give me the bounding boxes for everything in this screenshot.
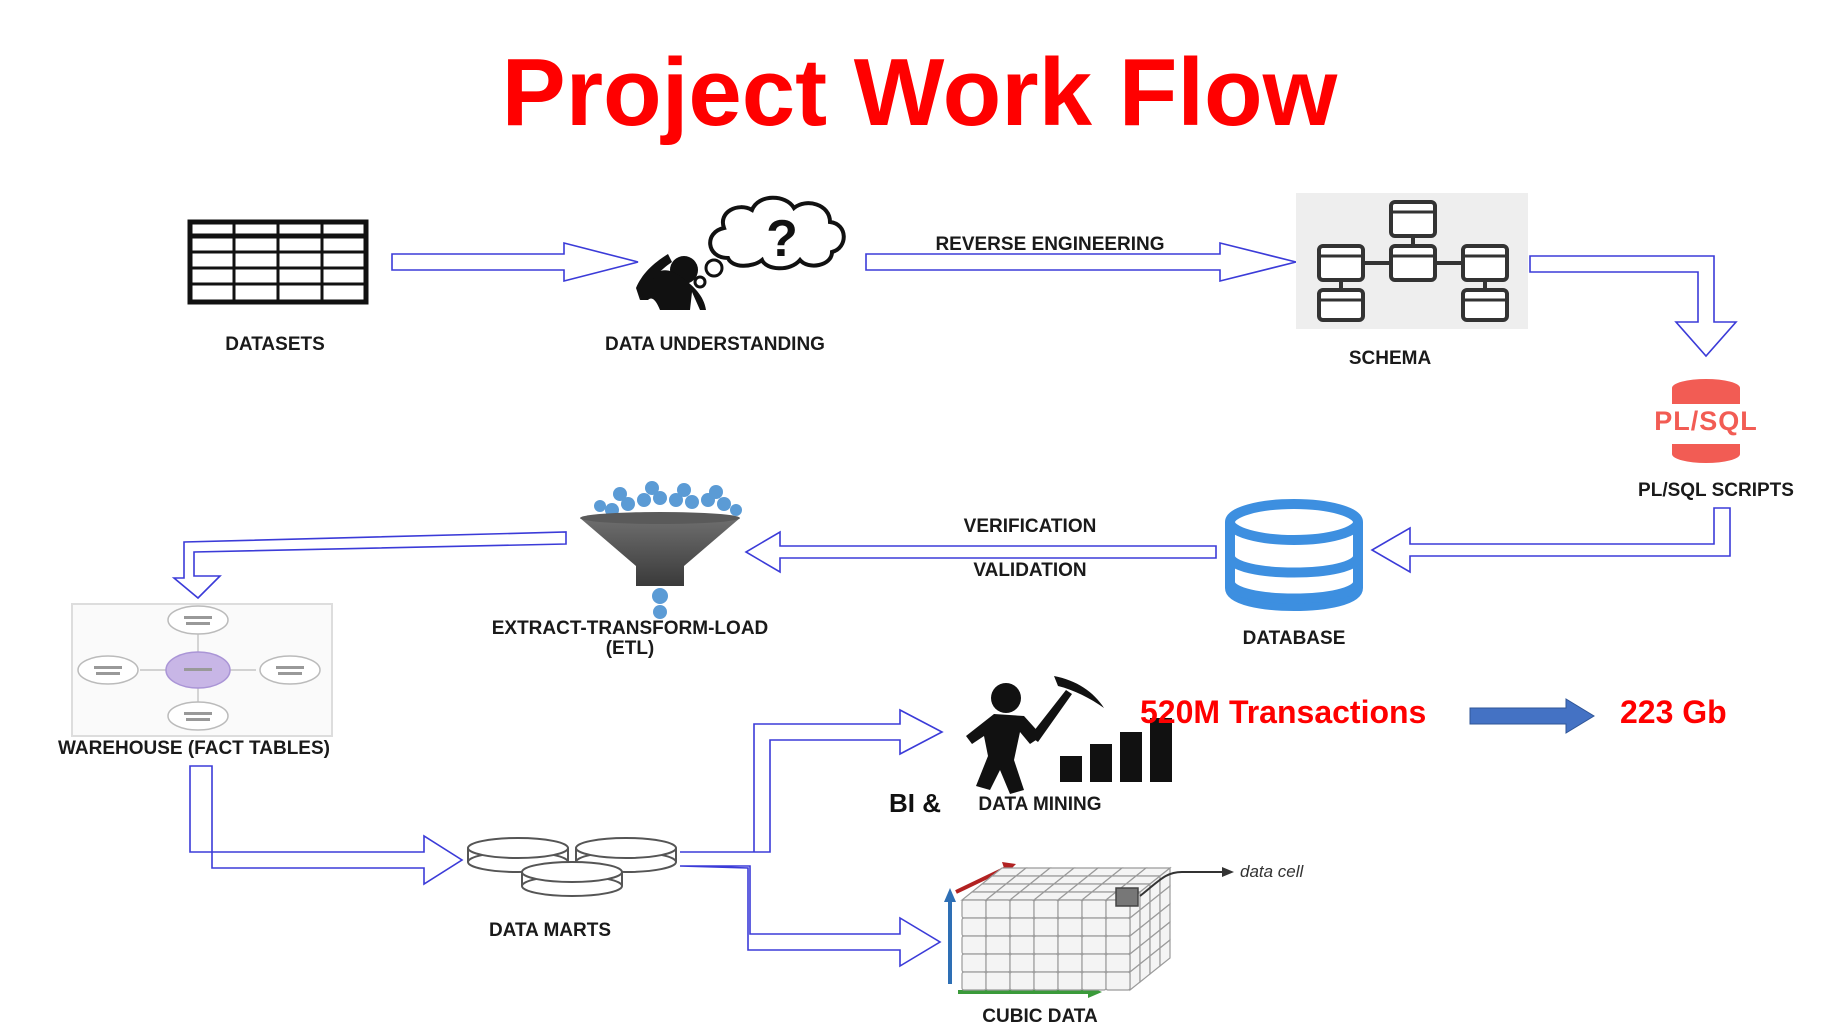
data-marts-label: DATA MARTS (488, 920, 612, 941)
cube-cell (1081, 971, 1107, 991)
schema-label: SCHEMA (1348, 348, 1432, 369)
arrow-understanding-to-schema (865, 241, 1297, 283)
data-cube-icon (944, 862, 1234, 998)
cube-cell (1009, 935, 1035, 955)
cube-cell (961, 971, 987, 991)
cube-cell (1105, 971, 1131, 991)
cube-cell (1057, 935, 1083, 955)
cube-cell (1159, 938, 1171, 968)
disks-icon (467, 837, 677, 897)
cube-cell (1057, 917, 1083, 937)
cube-cell (1105, 917, 1131, 937)
cube-cell (1033, 899, 1059, 919)
page-title: Project Work Flow (501, 39, 1338, 146)
cube-cell (961, 935, 987, 955)
cube-cell (985, 917, 1011, 937)
plsql-badge: PL/SQL (1654, 406, 1758, 436)
datasets-label: DATASETS (225, 334, 325, 355)
etl-label-line2: (ETL) (605, 638, 655, 659)
arrow-schema-to-plsql (1529, 255, 1738, 358)
cube-cell (1033, 953, 1059, 973)
arrow-plsql-to-database (1370, 507, 1731, 574)
cube-cell (985, 899, 1011, 919)
cube-cell (1009, 899, 1035, 919)
cubic-data-label: CUBIC DATA (982, 1006, 1098, 1027)
cube-cell (1081, 953, 1107, 973)
cube-cell (961, 917, 987, 937)
data-understanding-label: DATA UNDERSTANDING (605, 334, 825, 355)
arrow-datasets-to-understanding (391, 241, 639, 283)
arrow-marts-to-cube (679, 865, 942, 968)
warehouse-label: WAREHOUSE (FACT TABLES) (58, 738, 330, 759)
arrow-marts-to-bi (680, 708, 944, 853)
cube-cell (1033, 917, 1059, 937)
svg-text:?: ? (766, 210, 798, 268)
size-arrow (1469, 698, 1595, 734)
cube-cell (961, 899, 987, 919)
reverse-engineering-label: REVERSE ENGINEERING (935, 234, 1165, 255)
cube-cell (1057, 899, 1083, 919)
cube-cell (1081, 917, 1107, 937)
cube-cell (1033, 935, 1059, 955)
arrow-warehouse-to-marts (189, 765, 464, 886)
funnel-icon (580, 481, 742, 619)
cube-cell (1009, 971, 1035, 991)
cube-cell (1057, 953, 1083, 973)
cube-cell (1057, 971, 1083, 991)
bi-prefix-label: BI & (889, 788, 941, 818)
cube-cell (1009, 917, 1035, 937)
cube-cell (1105, 953, 1131, 973)
plsql-database-icon (1636, 379, 1776, 463)
cube-cell (1009, 953, 1035, 973)
plsql-label: PL/SQL SCRIPTS (1638, 480, 1794, 501)
data-cell-annotation: data cell (1240, 862, 1304, 881)
database-label: DATABASE (1242, 628, 1346, 649)
cube-cell (961, 953, 987, 973)
transactions-count: 520M Transactions (1140, 694, 1427, 730)
cube-cell (985, 971, 1011, 991)
cube-cell (1105, 935, 1131, 955)
arrow-database-to-etl (744, 530, 1217, 574)
arrow-etl-to-warehouse (171, 531, 567, 600)
cube-cell (985, 953, 1011, 973)
schema-diagram-icon (1296, 193, 1528, 329)
etl-label-line1: EXTRACT-TRANSFORM-LOAD (491, 618, 769, 639)
database-icon (1225, 499, 1363, 611)
validation-label: VALIDATION (973, 560, 1087, 581)
cube-cell (1081, 899, 1107, 919)
miner-icon (966, 676, 1172, 794)
data-size: 223 Gb (1620, 694, 1727, 730)
cube-cell (985, 935, 1011, 955)
table-grid-icon (187, 219, 369, 305)
thinking-person-icon: ? (636, 195, 846, 310)
star-schema-icon (71, 603, 333, 737)
cube-cell (1033, 971, 1059, 991)
cube-cell (1081, 935, 1107, 955)
verification-label: VERIFICATION (963, 516, 1097, 537)
bi-data-mining-label: DATA MINING (978, 794, 1102, 815)
